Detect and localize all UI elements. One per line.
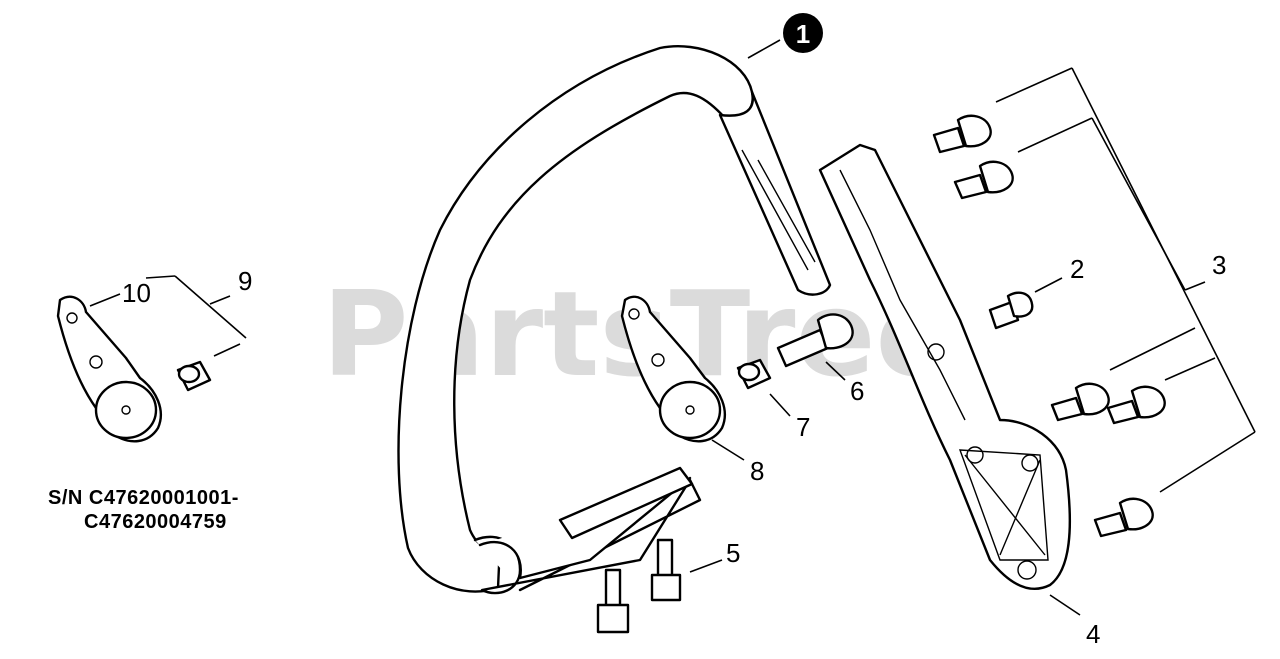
screw-3b[interactable] — [953, 160, 1014, 200]
screw-2[interactable] — [988, 291, 1034, 330]
bolt-5a[interactable] — [650, 538, 682, 602]
screw-3d[interactable] — [1106, 385, 1166, 425]
screw-3e[interactable] — [1093, 497, 1154, 538]
callout-10[interactable]: 10 — [122, 278, 151, 308]
bolt-5b[interactable] — [596, 568, 630, 634]
bracket-plate[interactable] — [558, 466, 694, 540]
serial-line-2: C47620004759 — [84, 511, 227, 533]
serial-number-note: S/N C47620001001- C47620004759 — [48, 486, 239, 534]
callout-9[interactable]: 9 — [238, 266, 252, 296]
callout-7[interactable]: 7 — [796, 412, 810, 442]
spacer-7[interactable] — [736, 358, 772, 390]
mounting-bracket[interactable] — [818, 143, 1072, 590]
callout-3[interactable]: 3 — [1212, 250, 1226, 280]
serial-line-1: S/N C47620001001- — [48, 487, 239, 509]
damper-mount-8[interactable] — [620, 295, 727, 443]
spacer-9[interactable] — [176, 360, 212, 392]
callout-2[interactable]: 2 — [1070, 254, 1084, 284]
bolt-6[interactable] — [776, 313, 854, 368]
callout-5[interactable]: 5 — [726, 538, 740, 568]
callout-1-label: 1 — [796, 19, 810, 49]
screw-3a[interactable] — [932, 114, 992, 154]
callout-6[interactable]: 6 — [850, 376, 864, 406]
leader-lines — [89, 39, 1256, 616]
screw-3c[interactable] — [1050, 382, 1110, 422]
callout-1[interactable]: 1 — [783, 13, 823, 53]
callout-8[interactable]: 8 — [750, 456, 764, 486]
callout-4[interactable]: 4 — [1086, 619, 1100, 649]
damper-mount-10[interactable] — [56, 295, 163, 443]
